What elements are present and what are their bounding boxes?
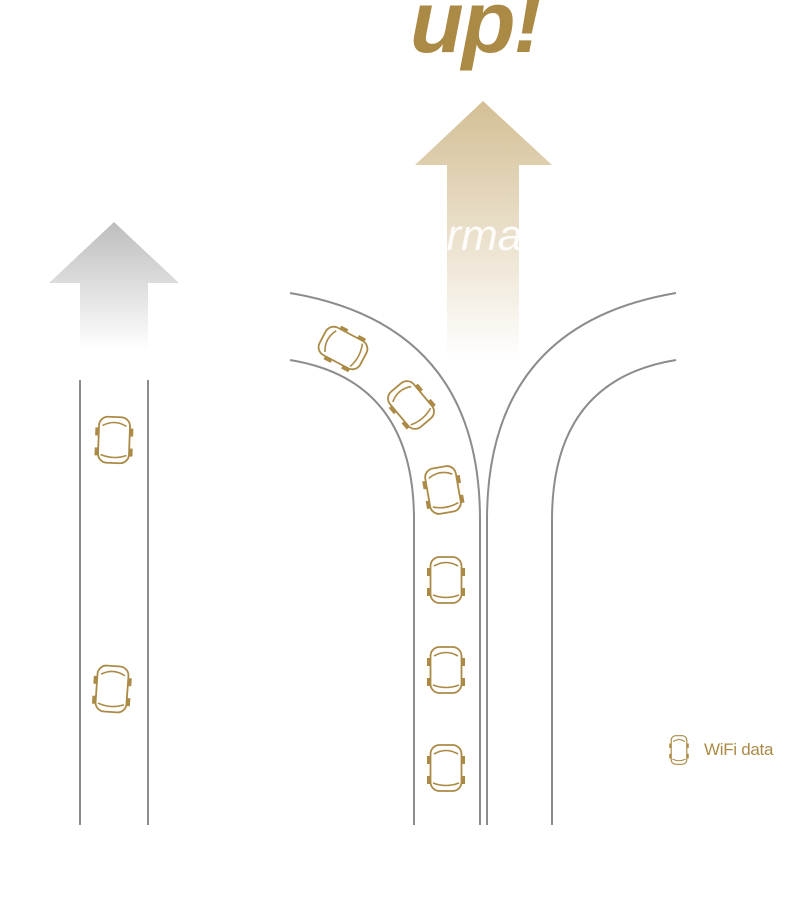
legend: WiFi data [666, 730, 773, 770]
car-icon [419, 463, 467, 517]
car-icon [669, 735, 689, 765]
car-icon [90, 663, 134, 715]
car-icon [426, 744, 466, 792]
car-icon [380, 374, 442, 436]
car-icon [426, 556, 466, 604]
arrow-text: orma [422, 214, 520, 258]
gold-up-arrow [415, 101, 552, 360]
legend-label: WiFi data [704, 740, 774, 759]
gray-up-arrow [49, 222, 179, 350]
single-road [79, 380, 149, 825]
car-icon [93, 415, 135, 465]
car-icon [426, 646, 466, 694]
headline: up! [410, 0, 543, 71]
forked-road [289, 292, 677, 825]
